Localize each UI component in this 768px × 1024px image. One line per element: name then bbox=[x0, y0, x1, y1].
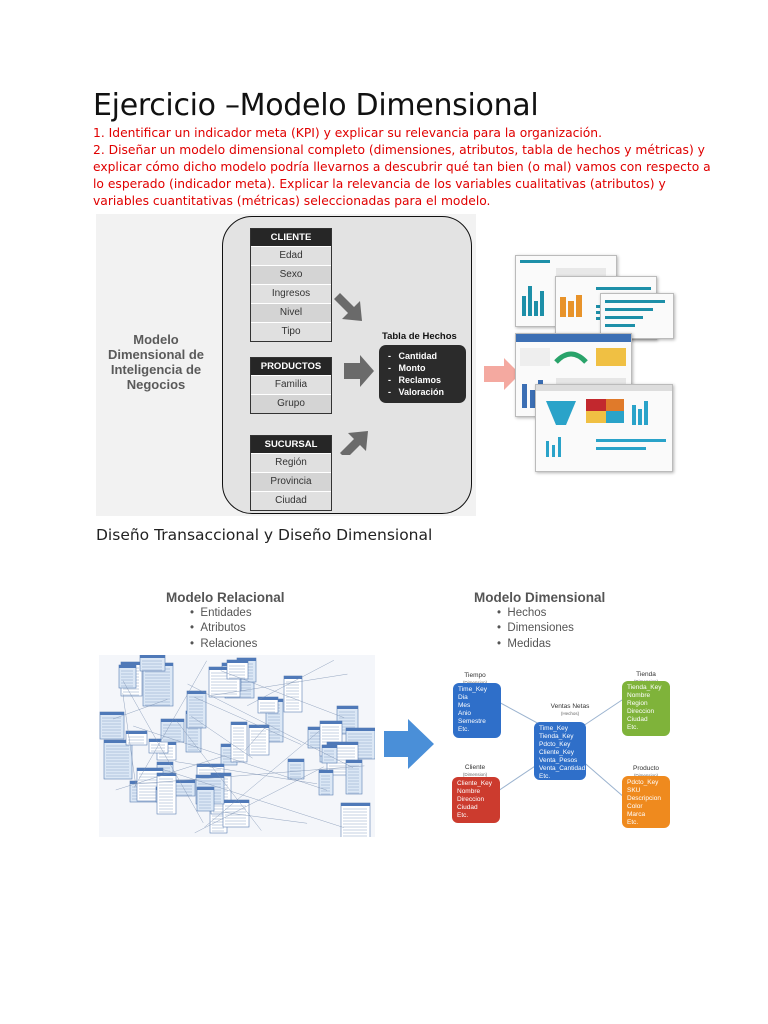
attribute: Familia bbox=[251, 375, 331, 394]
instruction-line: variables cuantitativas (métricas) selec… bbox=[93, 194, 491, 208]
node-field: Pdcto_Key bbox=[627, 779, 659, 786]
relational-title: Modelo Relacional bbox=[166, 590, 285, 605]
attribute: Edad bbox=[251, 246, 331, 265]
node-field: Etc. bbox=[458, 726, 470, 733]
attribute: Provincia bbox=[251, 472, 331, 491]
attribute: Sexo bbox=[251, 265, 331, 284]
figure-label: Modelo Dimensional de Inteligencia de Ne… bbox=[107, 332, 205, 392]
fact-item: - Monto bbox=[388, 363, 426, 373]
node-field: Region bbox=[627, 700, 648, 707]
node-field: Anio bbox=[458, 710, 472, 717]
arrow-right-up-icon bbox=[340, 431, 368, 455]
node-field: Cliente_Key bbox=[539, 749, 575, 756]
page-title: Ejercicio –Modelo Dimensional bbox=[93, 88, 539, 123]
node-field: Pdcto_Key bbox=[539, 741, 571, 748]
fact-item: - Reclamos bbox=[388, 375, 442, 385]
section-subtitle: Diseño Transaccional y Diseño Dimensiona… bbox=[96, 526, 433, 544]
dimension-productos: PRODUCTOS Familia Grupo bbox=[250, 357, 332, 414]
dimension-name: CLIENTE bbox=[251, 229, 331, 246]
instruction-line: lo esperado (indicador meta). Explicar l… bbox=[93, 177, 666, 191]
relational-bullet: • Relaciones bbox=[190, 638, 258, 650]
node-field: Color bbox=[627, 803, 643, 810]
fact-item: - Cantidad bbox=[388, 351, 438, 361]
gray-arrows bbox=[334, 293, 374, 455]
dimensional-title: Modelo Dimensional bbox=[474, 590, 606, 605]
node-field: Venta_Pesos bbox=[539, 757, 578, 764]
attribute: Ciudad bbox=[251, 491, 331, 510]
node-field: Etc. bbox=[539, 773, 551, 780]
node-field: Direccion bbox=[457, 796, 485, 803]
instruction-line: 1. Identificar un indicador meta (KPI) y… bbox=[93, 126, 603, 140]
dimension-node-title: Tiempo(Dimension) bbox=[463, 672, 487, 685]
fact-item: - Valoración bbox=[388, 387, 445, 397]
attribute: Ingresos bbox=[251, 284, 331, 303]
node-field: Etc. bbox=[627, 819, 639, 826]
dimensional-bullet: • Medidas bbox=[497, 638, 551, 650]
fact-table bbox=[379, 345, 466, 403]
node-field: Tienda_Key bbox=[627, 684, 662, 691]
node-field: Ciudad bbox=[627, 716, 648, 723]
node-field: Ciudad bbox=[457, 804, 478, 811]
node-field: Etc. bbox=[627, 724, 639, 731]
node-field: SKU bbox=[627, 787, 641, 794]
fact-table-title: Tabla de Hechos bbox=[382, 331, 457, 342]
arrow-right-down-icon bbox=[334, 293, 362, 321]
node-field: Etc. bbox=[457, 812, 469, 819]
node-field: Nombre bbox=[457, 788, 481, 795]
dashboard-thumbnail bbox=[600, 293, 674, 339]
dimension-node-title: Producto(Dimension) bbox=[632, 765, 660, 778]
dimension-cliente: CLIENTE Edad Sexo Ingresos Nivel Tipo bbox=[250, 228, 332, 342]
node-field: Cliente_Key bbox=[457, 780, 493, 787]
node-field: Dia bbox=[458, 694, 468, 701]
dimensional-bullet: • Hechos bbox=[497, 607, 547, 619]
dashboard-thumbnail bbox=[535, 384, 673, 472]
node-field: Nombre bbox=[627, 692, 651, 699]
attribute: Región bbox=[251, 453, 331, 472]
dimension-sucursal: SUCURSAL Región Provincia Ciudad bbox=[250, 435, 332, 511]
node-field: Time_Key bbox=[539, 725, 569, 732]
relational-diagram-image bbox=[99, 655, 375, 837]
node-field: Descripcion bbox=[627, 795, 661, 802]
dimensional-bullet: • Dimensiones bbox=[497, 622, 574, 634]
node-field: Mes bbox=[458, 702, 471, 709]
dimension-node-title: Cliente(Dimension) bbox=[462, 764, 488, 777]
dimension-name: SUCURSAL bbox=[251, 436, 331, 453]
arrow-right-icon bbox=[344, 355, 374, 387]
relational-bullet: • Entidades bbox=[190, 607, 252, 619]
relational-bullet: • Atributos bbox=[190, 622, 246, 634]
node-field: Time_Key bbox=[458, 686, 488, 693]
pink-arrow-icon bbox=[484, 358, 520, 390]
fact-node-title: Ventas Netas(Hechos) bbox=[550, 703, 590, 716]
node-field: Marca bbox=[627, 811, 646, 818]
node-field: Tienda_Key bbox=[539, 733, 574, 740]
blue-arrow-icon bbox=[384, 719, 434, 769]
node-field: Direccion bbox=[627, 708, 655, 715]
attribute: Tipo bbox=[251, 322, 331, 341]
instruction-line: 2. Diseñar un modelo dimensional complet… bbox=[93, 143, 705, 157]
node-field: Semestre bbox=[458, 718, 486, 725]
dimension-name: PRODUCTOS bbox=[251, 358, 331, 375]
instruction-line: explicar cómo dicho modelo podría llevar… bbox=[93, 160, 711, 174]
attribute: Grupo bbox=[251, 394, 331, 413]
node-field: Venta_Cantidad bbox=[539, 765, 586, 772]
attribute: Nivel bbox=[251, 303, 331, 322]
